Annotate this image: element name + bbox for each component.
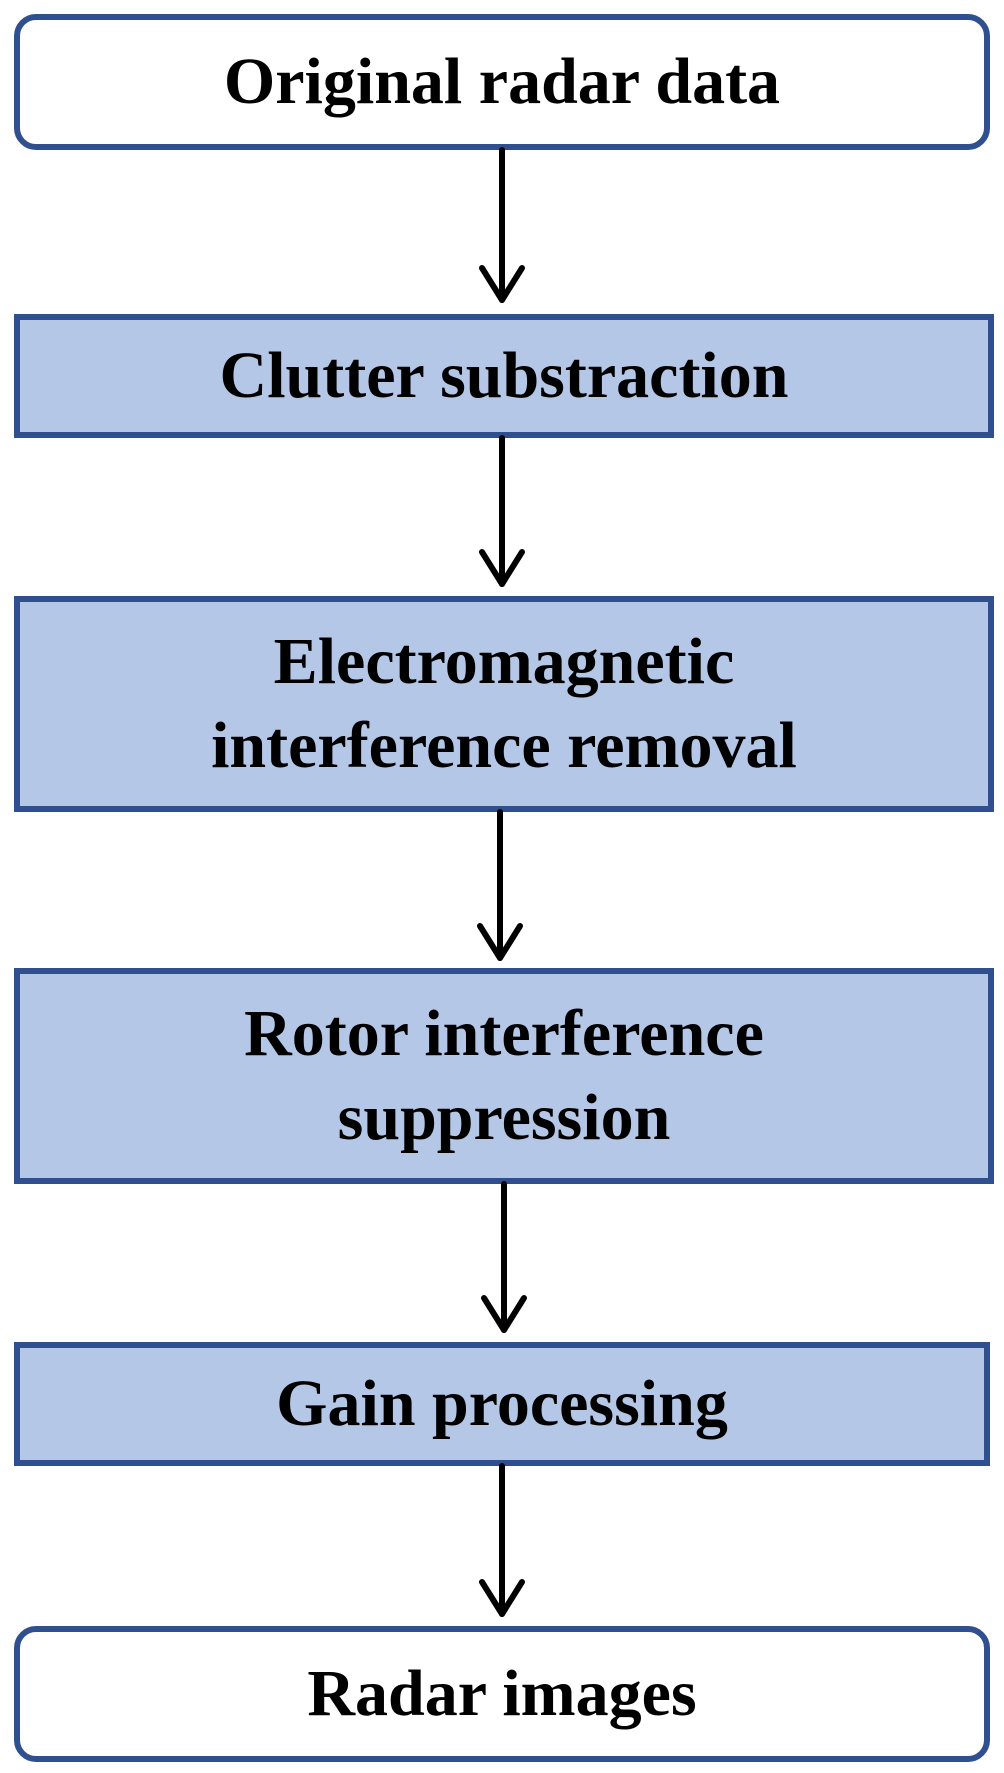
node-label: Electromagnetic interference removal [211,620,797,788]
node-label: Radar images [307,1652,696,1736]
arrow-gain-to-radar-images [479,1463,525,1617]
node-gain-processing: Gain processing [14,1342,990,1466]
arrow-clutter-to-emi [479,435,525,587]
arrow-emi-to-rotor [477,809,523,961]
node-label: Original radar data [224,40,780,124]
arrow-rotor-to-gain [481,1181,527,1333]
node-label-line: Electromagnetic [273,625,735,699]
node-label-line: Gain processing [276,1367,728,1441]
node-label: Clutter substraction [220,334,789,418]
node-label: Rotor interference suppression [244,992,764,1160]
node-radar-images: Radar images [14,1626,990,1762]
arrow-original-to-clutter [479,147,525,303]
node-label-line: interference removal [211,709,797,782]
node-label-line: Radar images [307,1657,697,1731]
node-electromagnetic-interference-removal: Electromagnetic interference removal [14,596,994,812]
node-label-line: suppression [337,1081,671,1154]
node-label-line: Clutter substraction [219,339,789,413]
node-original-radar-data: Original radar data [14,14,990,150]
node-label-line: Original radar data [223,45,781,119]
node-label: Gain processing [276,1362,728,1446]
node-label-line: Rotor interference [244,997,764,1071]
node-clutter-substraction: Clutter substraction [14,314,994,438]
